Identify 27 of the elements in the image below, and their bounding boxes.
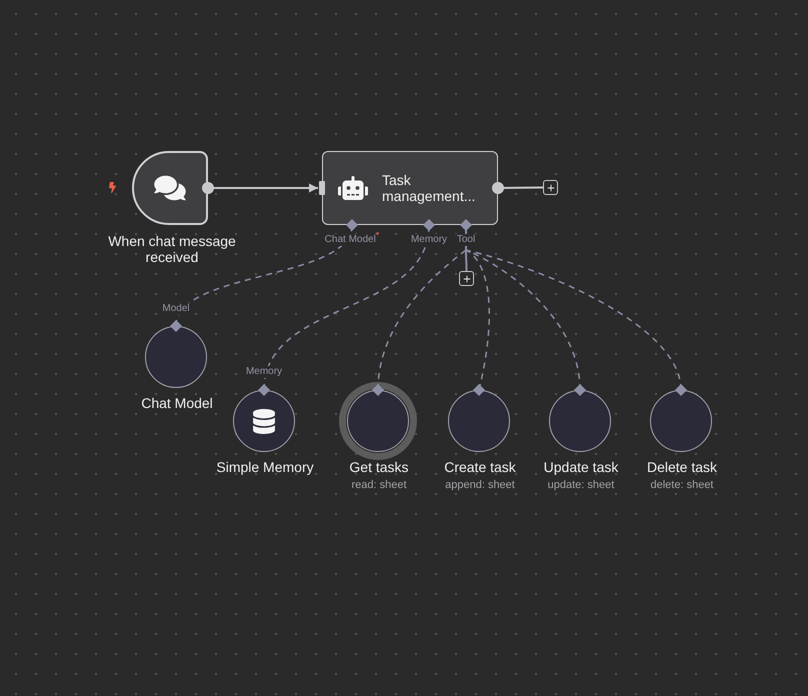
node-subtitle: append: sheet: [445, 479, 515, 492]
connector: [465, 250, 468, 271]
node-subtitle: delete: sheet: [650, 479, 714, 492]
dashed-connector: [466, 249, 687, 396]
port-label: Memory: [408, 234, 450, 246]
agent-node: [322, 151, 498, 225]
dashed-connector: [372, 249, 466, 396]
node-title: Delete task: [646, 459, 718, 475]
node-title: Update task: [544, 459, 618, 475]
connector: [214, 184, 318, 192]
port-label: Chat Model$^{*}$: [322, 234, 382, 246]
dashed-connector: [258, 219, 435, 396]
node-title: Get tasks: [349, 459, 409, 475]
dashed-connector: [466, 249, 586, 396]
port-label: Memory: [244, 366, 284, 378]
dashed-connector: [170, 219, 358, 332]
port-label: Tool: [454, 234, 478, 246]
connector: [492, 182, 544, 194]
dashed-connector: [466, 249, 490, 396]
node-title: Simple Memory: [216, 459, 314, 475]
node-title: Task management...: [382, 172, 476, 204]
node-title: Chat Model: [141, 395, 213, 411]
node-title: When chat message received: [107, 233, 237, 265]
node-title: Create task: [444, 459, 516, 475]
node-subtitle: read: sheet: [351, 479, 407, 492]
node-subtitle: update: sheet: [548, 479, 614, 492]
port-label: Model: [160, 303, 192, 315]
